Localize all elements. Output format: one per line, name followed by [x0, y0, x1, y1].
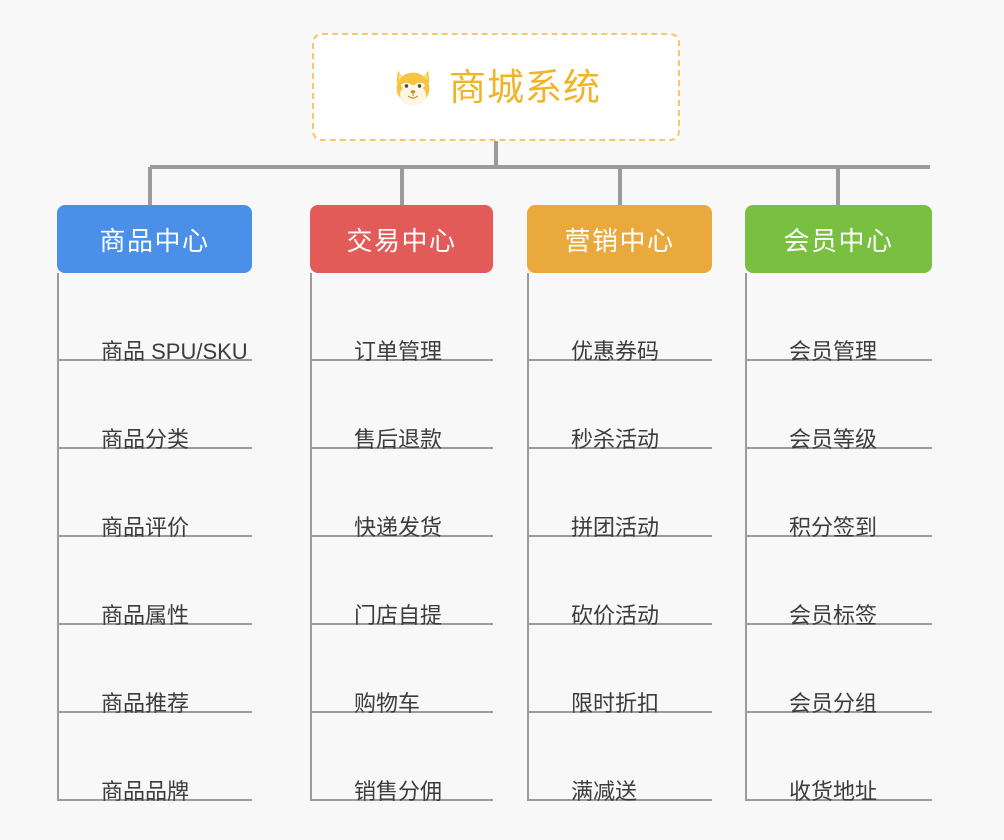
leaf-item[interactable]: 会员等级	[745, 361, 932, 452]
leaf-label: 限时折扣	[571, 690, 660, 716]
leaf-label: 商品 SPU/SKU	[101, 338, 248, 364]
leaf-item[interactable]: 会员标签	[745, 537, 932, 628]
leaf-item[interactable]: 商品 SPU/SKU	[57, 273, 252, 364]
category-box-4[interactable]: 会员中心	[745, 205, 932, 273]
leaf-item[interactable]: 销售分佣	[310, 713, 493, 804]
leaf-list-2: 订单管理售后退款快递发货门店自提购物车销售分佣	[310, 273, 493, 804]
leaf-label: 售后退款	[354, 426, 443, 452]
leaf-list-4: 会员管理会员等级积分签到会员标签会员分组收货地址	[745, 273, 932, 804]
category-label: 会员中心	[783, 225, 894, 256]
leaf-label: 商品属性	[101, 602, 190, 628]
category-label: 营销中心	[564, 225, 675, 256]
leaf-label: 积分签到	[789, 514, 878, 540]
leaf-label: 收货地址	[789, 778, 878, 804]
leaf-label: 商品品牌	[101, 778, 190, 804]
branch-column-1: 商品中心商品 SPU/SKU 商品分类商品评价商品属性商品推荐商品品牌	[57, 205, 252, 804]
branch-column-3: 营销中心优惠券码秒杀活动拼团活动砍价活动限时折扣满减送	[527, 205, 712, 804]
category-box-2[interactable]: 交易中心	[310, 205, 493, 273]
leaf-label: 销售分佣	[354, 778, 443, 804]
root-title: 商城系统	[449, 66, 601, 108]
leaf-label: 订单管理	[354, 338, 443, 364]
branch-column-2: 交易中心订单管理售后退款快递发货门店自提购物车销售分佣	[310, 205, 493, 804]
leaf-label: 商品分类	[101, 426, 190, 452]
category-box-3[interactable]: 营销中心	[527, 205, 712, 273]
leaf-item[interactable]: 会员管理	[745, 273, 932, 364]
leaf-item[interactable]: 商品属性	[57, 537, 252, 628]
leaf-item[interactable]: 商品评价	[57, 449, 252, 540]
leaf-item[interactable]: 积分签到	[745, 449, 932, 540]
category-box-1[interactable]: 商品中心	[57, 205, 252, 273]
leaf-item[interactable]: 商品推荐	[57, 625, 252, 716]
category-label: 交易中心	[346, 225, 457, 256]
root-node[interactable]: 商城系统	[312, 33, 680, 141]
leaf-item[interactable]: 砍价活动	[527, 537, 712, 628]
leaf-list-1: 商品 SPU/SKU 商品分类商品评价商品属性商品推荐商品品牌	[57, 273, 252, 804]
leaf-item[interactable]: 购物车	[310, 625, 493, 716]
leaf-item[interactable]: 商品分类	[57, 361, 252, 452]
shiba-dog-face-icon	[396, 70, 430, 106]
leaf-item[interactable]: 收货地址	[745, 713, 932, 804]
leaf-label: 满减送	[571, 778, 638, 804]
leaf-item[interactable]: 门店自提	[310, 537, 493, 628]
leaf-label: 商品推荐	[101, 690, 190, 716]
leaf-label: 商品评价	[101, 514, 190, 540]
leaf-label: 会员管理	[789, 338, 878, 364]
leaf-label: 优惠券码	[571, 338, 660, 364]
leaf-list-3: 优惠券码秒杀活动拼团活动砍价活动限时折扣满减送	[527, 273, 712, 804]
leaf-label: 快递发货	[354, 514, 443, 540]
category-label: 商品中心	[99, 225, 210, 256]
branch-column-4: 会员中心会员管理会员等级积分签到会员标签会员分组收货地址	[745, 205, 932, 804]
leaf-item[interactable]: 会员分组	[745, 625, 932, 716]
leaf-label: 会员标签	[789, 602, 878, 628]
leaf-item[interactable]: 限时折扣	[527, 625, 712, 716]
leaf-item[interactable]: 优惠券码	[527, 273, 712, 364]
leaf-item[interactable]: 快递发货	[310, 449, 493, 540]
leaf-label: 门店自提	[354, 602, 443, 628]
leaf-item[interactable]: 秒杀活动	[527, 361, 712, 452]
leaf-item[interactable]: 订单管理	[310, 273, 493, 364]
leaf-label: 拼团活动	[571, 514, 660, 540]
leaf-label: 秒杀活动	[571, 426, 660, 452]
leaf-item[interactable]: 满减送	[527, 713, 712, 804]
leaf-label: 会员等级	[789, 426, 878, 452]
leaf-item[interactable]: 售后退款	[310, 361, 493, 452]
leaf-item[interactable]: 商品品牌	[57, 713, 252, 804]
leaf-label: 会员分组	[789, 690, 878, 716]
leaf-item[interactable]: 拼团活动	[527, 449, 712, 540]
leaf-label: 购物车	[354, 690, 421, 716]
leaf-label: 砍价活动	[571, 602, 660, 628]
